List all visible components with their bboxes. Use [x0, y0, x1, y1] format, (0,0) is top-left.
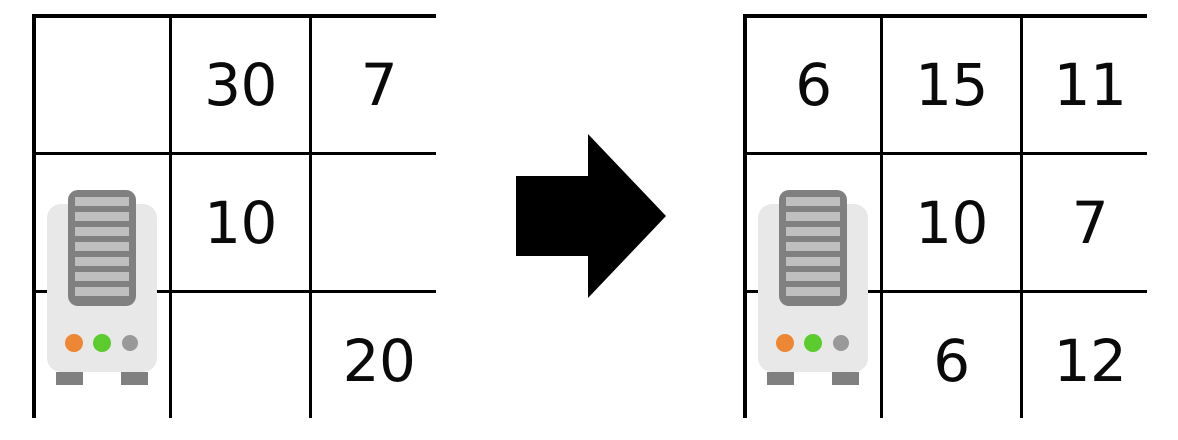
robot-overlay-right [743, 14, 1147, 418]
cell-value: 30 [204, 51, 277, 119]
grid-cell-left-r0c2[interactable]: 7 [312, 18, 446, 152]
robot-machine-icon[interactable] [43, 190, 161, 392]
before-grid: 30 7 10 20 [32, 14, 446, 428]
cell-value: 7 [1071, 188, 1109, 257]
cell-value: 6 [933, 326, 970, 395]
led-gray [833, 335, 849, 351]
robot-machine-icon[interactable] [754, 190, 872, 392]
cell-value: 12 [1053, 326, 1127, 395]
grid-cell-right-r0c2[interactable]: 11 [1023, 18, 1157, 152]
cell-value: 15 [915, 51, 988, 119]
grid-cell-left-r2c1[interactable] [172, 293, 309, 428]
led-green [804, 334, 822, 352]
led-orange [65, 334, 83, 352]
led-gray [122, 335, 138, 351]
grid-cell-right-r1c2[interactable]: 7 [1023, 155, 1157, 290]
cell-value: 10 [915, 188, 988, 257]
grid-cell-right-r1c1[interactable]: 10 [883, 155, 1020, 290]
grid-cell-left-r0c0[interactable] [36, 18, 169, 152]
led-green [93, 334, 111, 352]
led-orange [776, 334, 794, 352]
grid-cell-left-r2c2[interactable]: 20 [312, 293, 446, 428]
grid-cell-right-r2c1[interactable]: 6 [883, 293, 1020, 428]
grid-cell-right-r0c0[interactable]: 6 [747, 18, 880, 152]
cell-value: 7 [360, 51, 398, 119]
cell-value: 6 [795, 51, 832, 119]
robot-overlay-left [32, 14, 436, 418]
grid-cell-left-r0c1[interactable]: 30 [172, 18, 309, 152]
grid-cell-left-r1c2[interactable] [312, 155, 446, 290]
grid-cell-left-r1c1[interactable]: 10 [172, 155, 309, 290]
cell-value: 11 [1053, 51, 1127, 119]
grid-cell-right-r0c1[interactable]: 15 [883, 18, 1020, 152]
right-arrow-icon [516, 134, 666, 298]
cell-value: 10 [204, 188, 277, 257]
cell-value: 20 [342, 326, 416, 395]
grid-cell-right-r2c2[interactable]: 12 [1023, 293, 1157, 428]
